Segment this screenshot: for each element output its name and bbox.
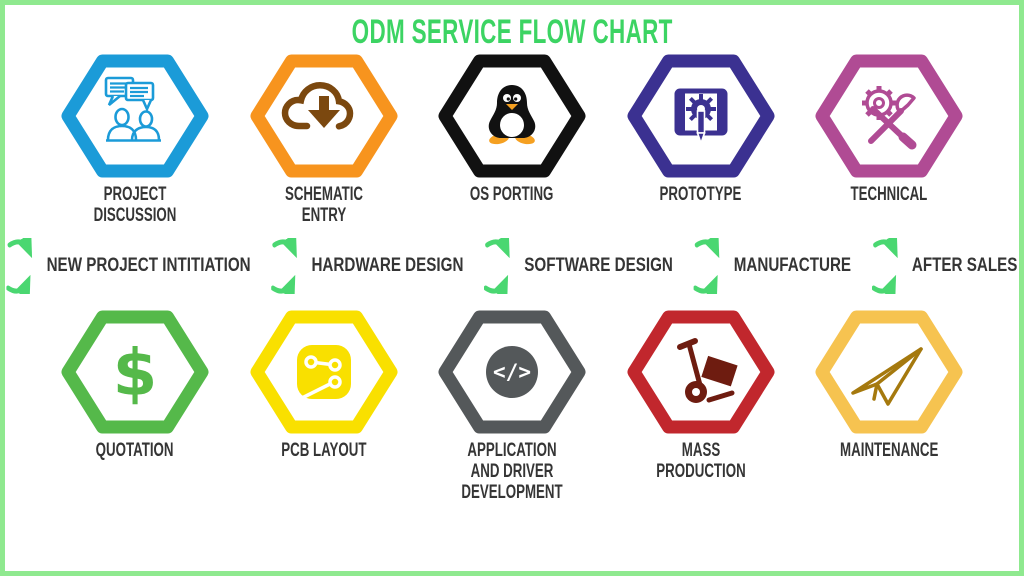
hexagon-border bbox=[61, 310, 209, 434]
hexagon-label: SCHEMATIC ENTRY bbox=[284, 184, 363, 226]
flow-label: AFTER SALES bbox=[911, 254, 1018, 276]
step-prototype: PROTOTYPE bbox=[615, 53, 787, 227]
flow-label: MANUFACTURE bbox=[733, 254, 852, 276]
paper-plane-icon bbox=[851, 347, 923, 406]
header: ODM SERVICE FLOW CHART bbox=[5, 13, 1019, 51]
hexagon-maintenance bbox=[815, 310, 963, 434]
flow-label: HARDWARE DESIGN bbox=[311, 254, 464, 276]
page-title: ODM SERVICE FLOW CHART bbox=[351, 13, 673, 51]
hexagon-border bbox=[815, 310, 963, 434]
flow-step-manufacture: MANUFACTURE bbox=[693, 237, 852, 294]
hexagon-os-porting bbox=[438, 54, 586, 178]
cloud-download-icon bbox=[281, 82, 353, 130]
flow-arrow-row: NEW PROJECT INTITIATION HARDWARE DESIGN … bbox=[6, 237, 1017, 295]
hexagon-label: MASS PRODUCTION bbox=[655, 439, 746, 482]
hexagon-label: QUOTATION bbox=[96, 439, 174, 461]
svg-text:$: $ bbox=[113, 337, 158, 411]
double-arrow-icon bbox=[484, 237, 510, 294]
code-icon: </> bbox=[486, 345, 538, 398]
step-technical: TECHNICAL bbox=[803, 53, 975, 227]
dollar-icon: $ bbox=[113, 337, 158, 411]
bottom-hexagon-row: $ QUOTATION bbox=[5, 309, 1019, 504]
hexagon-project-discussion bbox=[61, 54, 209, 178]
step-schematic-entry: SCHEMATIC ENTRY bbox=[238, 53, 410, 227]
double-arrow-icon bbox=[871, 237, 898, 294]
flow-step-new-project: NEW PROJECT INTITIATION bbox=[6, 237, 251, 294]
hand-truck-icon bbox=[676, 337, 738, 403]
discussion-icon bbox=[104, 76, 161, 142]
hexagon-pcb-layout bbox=[250, 310, 397, 434]
hexagon-schematic-entry bbox=[250, 54, 397, 178]
step-pcb-layout: PCB LAYOUT bbox=[238, 309, 410, 504]
step-project-discussion: PROJECT DISCUSSION bbox=[49, 53, 221, 227]
linux-penguin-icon bbox=[488, 85, 536, 145]
hexagon-label: APPLICATION AND DRIVER DEVELOPMENT bbox=[461, 439, 563, 503]
step-quotation: $ QUOTATION bbox=[49, 309, 221, 504]
hexagon-border bbox=[61, 54, 209, 178]
flow-label: NEW PROJECT INTITIATION bbox=[46, 254, 251, 276]
double-arrow-icon bbox=[693, 237, 720, 294]
hexagon-label: OS PORTING bbox=[470, 184, 554, 205]
step-mass-production: MASS PRODUCTION bbox=[615, 309, 787, 504]
hexagon-quotation: $ bbox=[61, 310, 209, 434]
hexagon-label: MAINTENANCE bbox=[839, 439, 939, 461]
flow-step-software-design: SOFTWARE DESIGN bbox=[484, 237, 673, 294]
hexagon-app-driver-dev: </> bbox=[438, 310, 586, 434]
hexagon-label: TECHNICAL bbox=[850, 184, 928, 205]
double-arrow-icon bbox=[271, 237, 298, 294]
hexagon-mass-production bbox=[627, 310, 774, 434]
double-arrow-icon bbox=[6, 237, 33, 294]
hexagon-label: PCB LAYOUT bbox=[280, 439, 367, 461]
step-os-porting: OS PORTING bbox=[426, 53, 598, 227]
step-application-driver-development: </> APPLICATION AND DRIVER DEVELOPMENT bbox=[426, 309, 598, 504]
hexagon-prototype bbox=[627, 54, 774, 178]
hexagon-border bbox=[627, 310, 774, 434]
svg-text:</>: </> bbox=[493, 360, 531, 384]
top-hexagon-row: PROJECT DISCUSSION SCHEMATIC ENTRY bbox=[5, 53, 1019, 227]
flow-step-after-sales: AFTER SALES bbox=[871, 237, 1018, 294]
blueprint-gear-pencil-icon bbox=[674, 88, 727, 146]
step-maintenance: MAINTENANCE bbox=[803, 309, 975, 504]
gear-wrench-screwdriver-icon bbox=[862, 86, 917, 150]
hexagon-label: PROTOTYPE bbox=[659, 184, 742, 205]
pcb-circuit-icon bbox=[296, 344, 351, 401]
hexagon-label: PROJECT DISCUSSION bbox=[93, 184, 177, 226]
flow-label: SOFTWARE DESIGN bbox=[524, 254, 673, 276]
flow-step-hardware-design: HARDWARE DESIGN bbox=[271, 237, 464, 294]
hexagon-technical bbox=[815, 54, 963, 178]
